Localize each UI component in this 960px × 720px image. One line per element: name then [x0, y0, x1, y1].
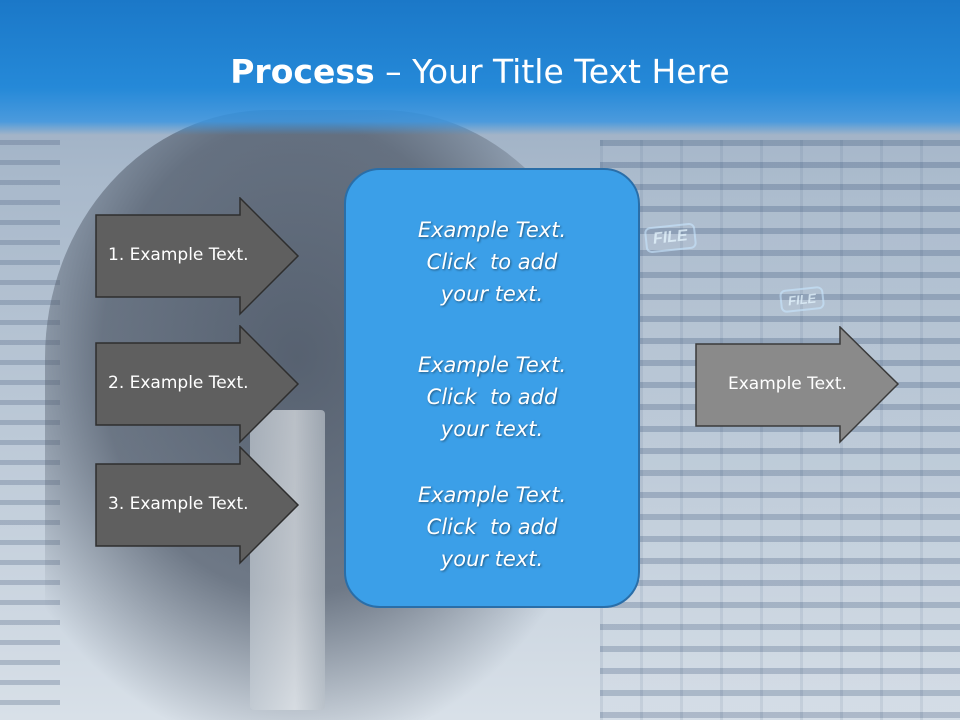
block-line: your text.	[440, 547, 544, 571]
background-book-image	[250, 410, 325, 710]
arrow-label-2: 2. Example Text.	[108, 373, 249, 393]
arrow-label-3: 3. Example Text.	[108, 494, 249, 514]
block-line: Click to add	[426, 515, 558, 539]
file-tag-icon: FILE	[643, 222, 697, 254]
arrow-label-1: 1. Example Text.	[108, 245, 249, 265]
arrow-shape-icon	[695, 326, 900, 444]
process-arrow-3[interactable]: 3. Example Text.	[95, 446, 300, 566]
center-text-block-1: Example Text. Click to add your text.	[346, 214, 638, 310]
block-line: Example Text.	[417, 218, 567, 242]
block-line: Click to add	[426, 250, 558, 274]
center-text-box[interactable]: Example Text. Click to add your text. Ex…	[344, 168, 640, 608]
slide-title[interactable]: Process – Your Title Text Here	[0, 52, 960, 91]
arrow-shape-icon	[95, 197, 300, 316]
block-line: Example Text.	[417, 483, 567, 507]
file-tag-icon: FILE	[778, 285, 826, 314]
block-line: Click to add	[426, 385, 558, 409]
block-line: your text.	[440, 417, 544, 441]
block-line: your text.	[440, 282, 544, 306]
result-arrow[interactable]: Example Text.	[695, 326, 900, 446]
center-text-block-2: Example Text. Click to add your text.	[346, 349, 638, 445]
center-text-block-3: Example Text. Click to add your text.	[346, 479, 638, 575]
process-arrow-2[interactable]: 2. Example Text.	[95, 325, 300, 445]
title-bold: Process	[230, 52, 375, 91]
background-server-rack	[600, 140, 960, 720]
process-arrow-1[interactable]: 1. Example Text.	[95, 197, 300, 317]
result-arrow-label: Example Text.	[728, 374, 847, 394]
header-bar: Process – Your Title Text Here	[0, 0, 960, 135]
arrow-shape-icon	[95, 325, 300, 444]
arrow-shape-icon	[95, 446, 300, 565]
title-rest: – Your Title Text Here	[374, 52, 730, 91]
block-line: Example Text.	[417, 353, 567, 377]
